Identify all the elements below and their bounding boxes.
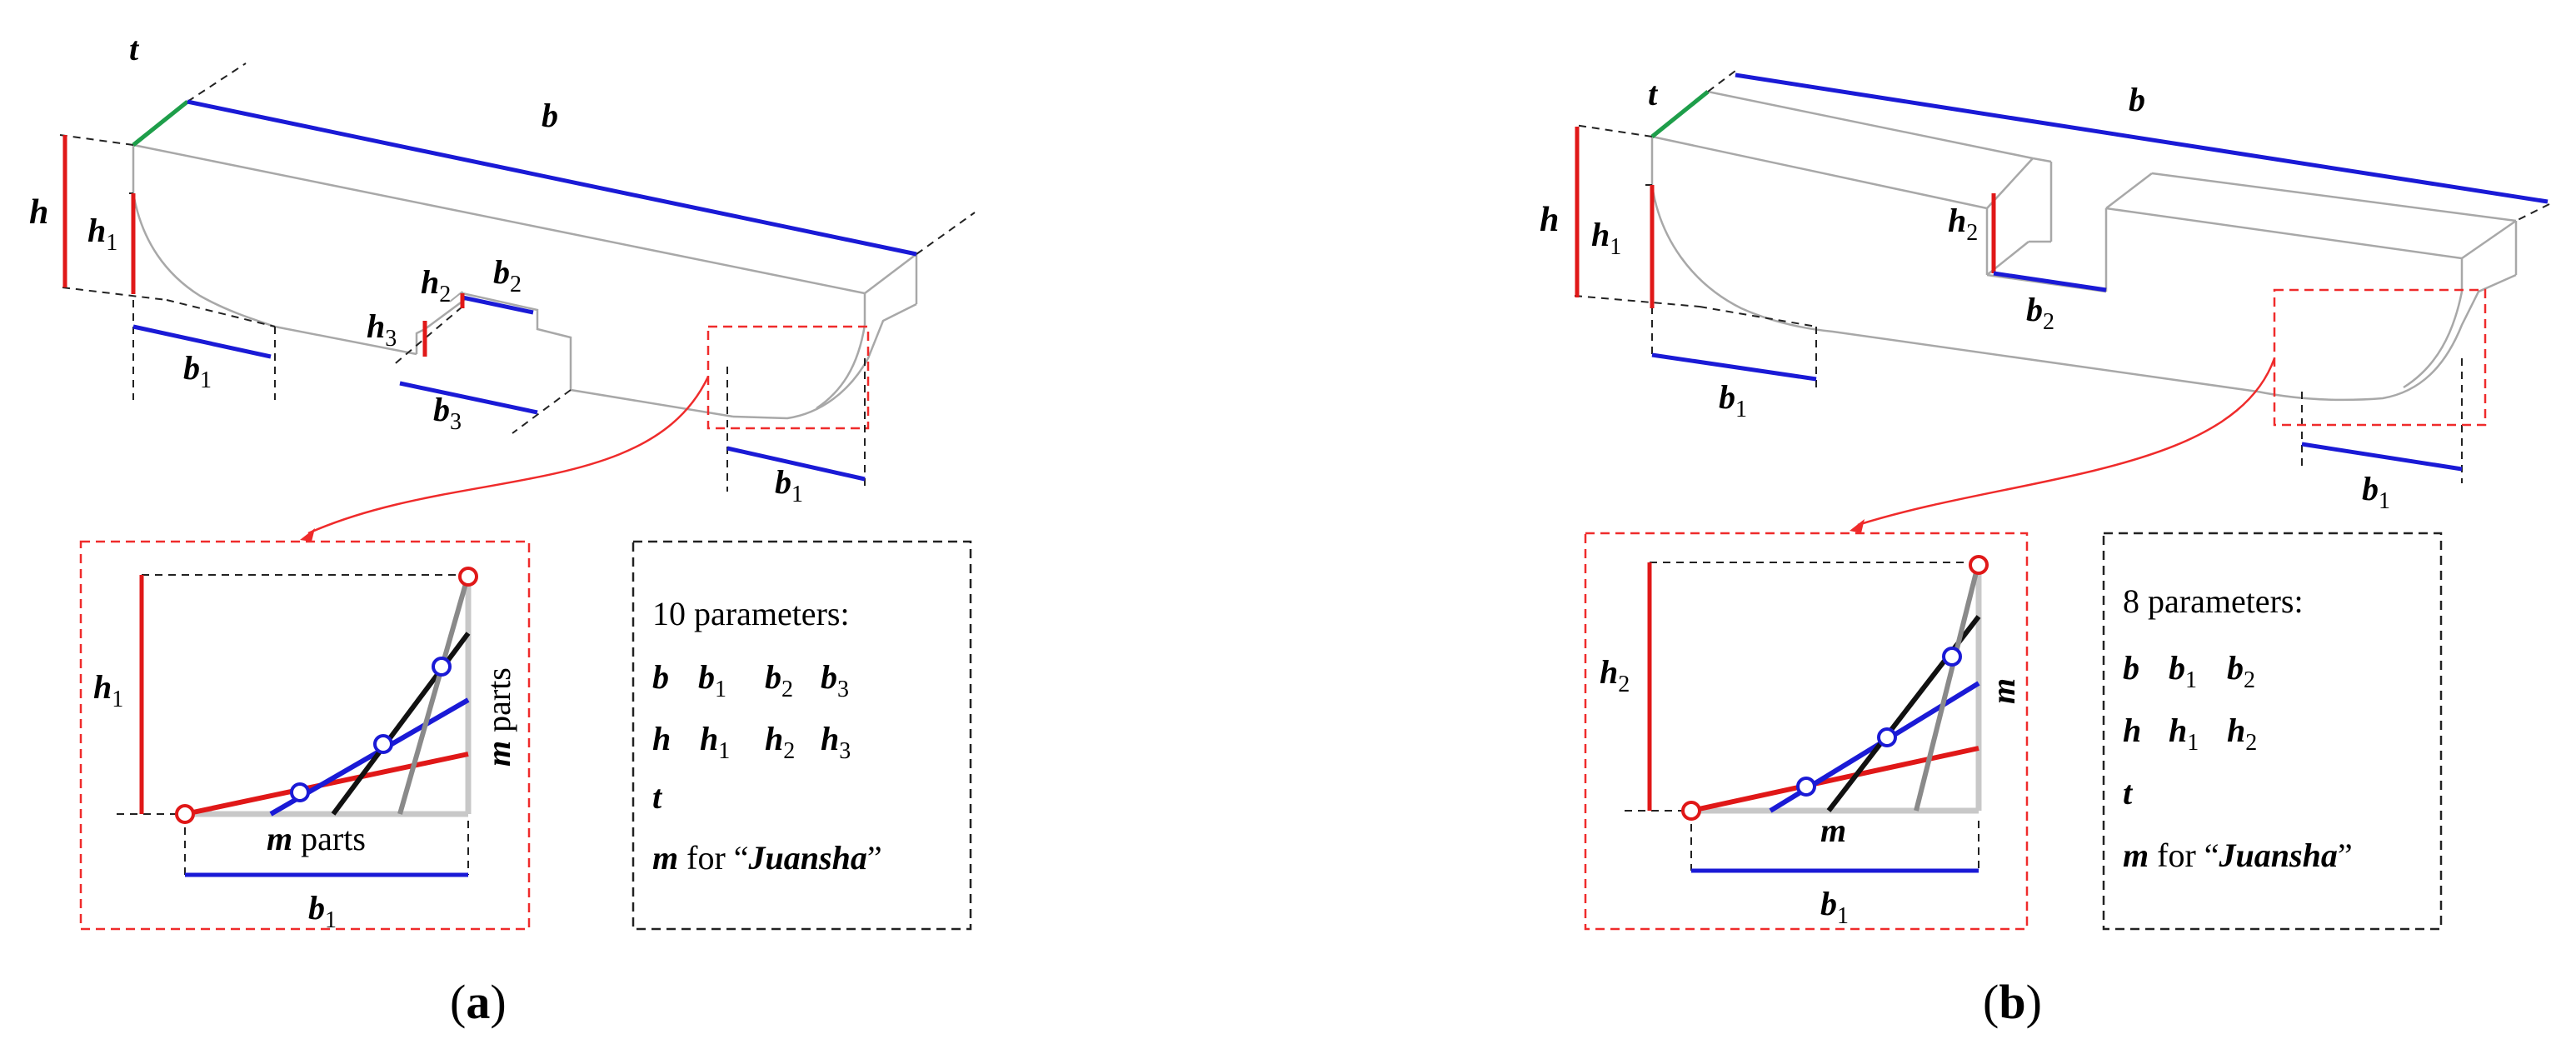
param-row-t-a: t	[652, 778, 663, 816]
panel-a: t b h h1 b1 h2 b2 h3 b3 b1	[29, 30, 976, 1029]
label-h1: h1	[87, 212, 117, 256]
b2-line-b	[1993, 271, 2107, 292]
label-h2: h2	[421, 263, 451, 307]
hull-b	[1650, 90, 2518, 402]
caption-a: (a)	[450, 975, 507, 1029]
label-b2-b: b2	[2026, 291, 2054, 335]
label-h2-b: h2	[1948, 202, 1978, 246]
param-title-b: 8 parameters:	[2123, 582, 2304, 620]
param-row-h-b: h h1 h2	[2123, 712, 2257, 757]
inset-label-h2-b: h2	[1600, 653, 1630, 697]
inset-label-m-parts-side: m parts	[480, 667, 517, 767]
param-row-t-b: t	[2123, 774, 2134, 812]
label-b1-left-b: b1	[1719, 378, 1747, 422]
inset-label-m-parts-bottom: m parts	[267, 820, 366, 857]
param-title-a: 10 parameters:	[652, 595, 850, 632]
label-b1-right-b: b1	[2362, 470, 2390, 514]
parameter-box-b: 8 parameters: b b1 b2 h h1 h2 t m for “J…	[2102, 532, 2443, 931]
label-h-b: h	[1540, 201, 1559, 239]
inset-label-b1-b: b1	[1820, 885, 1849, 929]
label-b1-right: b1	[775, 463, 803, 507]
callout-arrow-a	[307, 376, 710, 535]
callout-arrowhead-a	[300, 528, 315, 542]
b3-line	[399, 381, 538, 415]
label-t: t	[129, 30, 140, 67]
inset-b: h2 m b1 m	[1584, 532, 2029, 931]
parameter-box-a: 10 parameters: b b1 b2 b3 h h1 h2 h3 t m…	[632, 540, 972, 931]
caption-b: (b)	[1983, 975, 2042, 1029]
inset-node-2	[373, 734, 393, 754]
inset-label-m-bottom-b: m	[1820, 812, 1846, 849]
hull-labels-b: t b h h1 h2 b2 b1 b1	[1540, 75, 2390, 514]
hull-a	[132, 100, 918, 420]
b1-right-line	[726, 446, 866, 482]
inset-node-3	[432, 657, 452, 677]
inset-label-h1: h1	[93, 668, 123, 712]
inset-label-m-side-b: m	[1984, 678, 2022, 704]
inset-node-start	[175, 804, 195, 824]
param-row-b-a: b b1 b2 b3	[652, 658, 849, 704]
inset-label-b1: b1	[308, 889, 337, 933]
b1-left-line-b	[1651, 352, 1817, 382]
label-h: h	[29, 193, 48, 232]
inset-node-end	[458, 567, 478, 587]
label-b1-left: b1	[183, 349, 212, 393]
inset-a: h1 m parts b1 m parts	[79, 540, 531, 933]
dimensions-a	[62, 99, 917, 482]
thickness-t-line-b	[1650, 90, 1710, 138]
label-b: b	[542, 97, 558, 134]
callout-region-b	[2273, 288, 2487, 427]
param-row-h-a: h h1 h2 h3	[652, 720, 851, 766]
callout-arrowhead-b	[1850, 519, 1865, 533]
label-b3: b3	[433, 391, 462, 435]
label-h1-b: h1	[1591, 216, 1621, 260]
inset-node-3-b	[1942, 647, 1962, 667]
param-row-m-b: m for “Juansha”	[2123, 837, 2353, 874]
hull-labels-a: t b h h1 b1 h2 b2 h3 b3 b1	[29, 30, 803, 507]
b1-right-line-b	[2301, 442, 2463, 472]
param-row-b-b: b b1 b2	[2123, 649, 2255, 695]
inset-node-1-b	[1796, 777, 1816, 797]
inset-node-start-b	[1681, 801, 1701, 821]
beam-b-line	[187, 99, 917, 257]
label-b2: b2	[493, 253, 522, 297]
inset-node-2-b	[1877, 727, 1897, 747]
label-t-b: t	[1648, 75, 1659, 112]
dimensions-b	[1575, 72, 2549, 472]
param-row-m-a: m for “Juansha”	[652, 839, 882, 877]
panel-b: t b h h1 h2 b2 b1 b1	[1540, 70, 2550, 1029]
inset-node-1	[290, 782, 310, 802]
b1-left-line	[132, 324, 272, 359]
callout-arrow-b	[1857, 357, 2276, 527]
label-h3: h3	[367, 307, 397, 352]
beam-b-line-b	[1735, 72, 2549, 204]
label-b-b: b	[2129, 81, 2145, 118]
b2-line	[462, 295, 534, 315]
inset-node-end-b	[1969, 555, 1989, 575]
callout-region-a	[706, 325, 870, 430]
thickness-t-line	[132, 100, 189, 147]
extension-lines-b	[1574, 70, 2550, 483]
